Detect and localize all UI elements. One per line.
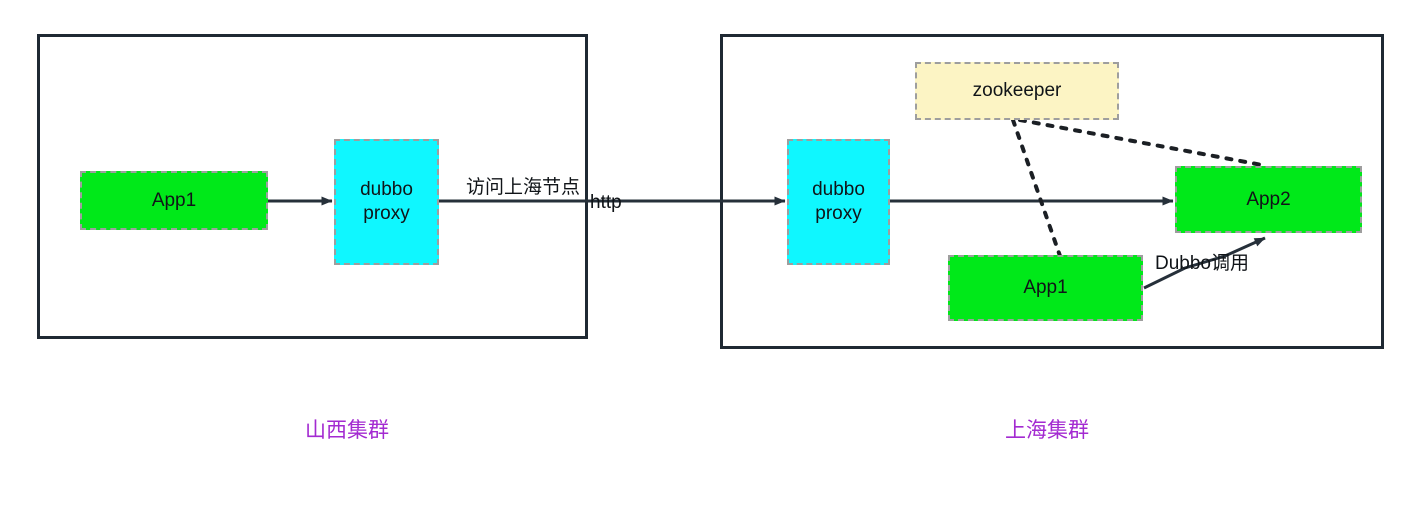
node-label: dubbo proxy <box>812 179 865 224</box>
cluster-shanxi <box>37 34 588 339</box>
node-label: zookeeper <box>972 80 1062 102</box>
node-shanghai-dubbo-proxy[interactable]: dubbo proxy <box>787 139 890 265</box>
cluster-shanghai <box>720 34 1384 349</box>
node-shanghai-app2[interactable]: App2 <box>1175 166 1362 233</box>
cluster-caption-shanxi: 山西集群 <box>305 419 389 442</box>
node-shanghai-app1[interactable]: App1 <box>948 255 1143 321</box>
node-label: App1 <box>151 189 197 211</box>
node-label: dubbo proxy <box>360 179 413 224</box>
node-shanghai-zookeeper[interactable]: zookeeper <box>915 62 1119 120</box>
edge-label-visit-shanghai-node: 访问上海节点 <box>466 177 581 198</box>
node-label: App1 <box>1023 277 1068 299</box>
node-shanxi-dubbo-proxy[interactable]: dubbo proxy <box>334 139 439 265</box>
cluster-caption-shanghai: 上海集群 <box>1005 419 1089 442</box>
edge-label-dubbo-call: Dubbo调用 <box>1155 253 1249 274</box>
node-label: App2 <box>1246 188 1291 210</box>
node-shanxi-app1[interactable]: App1 <box>80 171 268 230</box>
edge-label-http: http <box>590 192 622 213</box>
